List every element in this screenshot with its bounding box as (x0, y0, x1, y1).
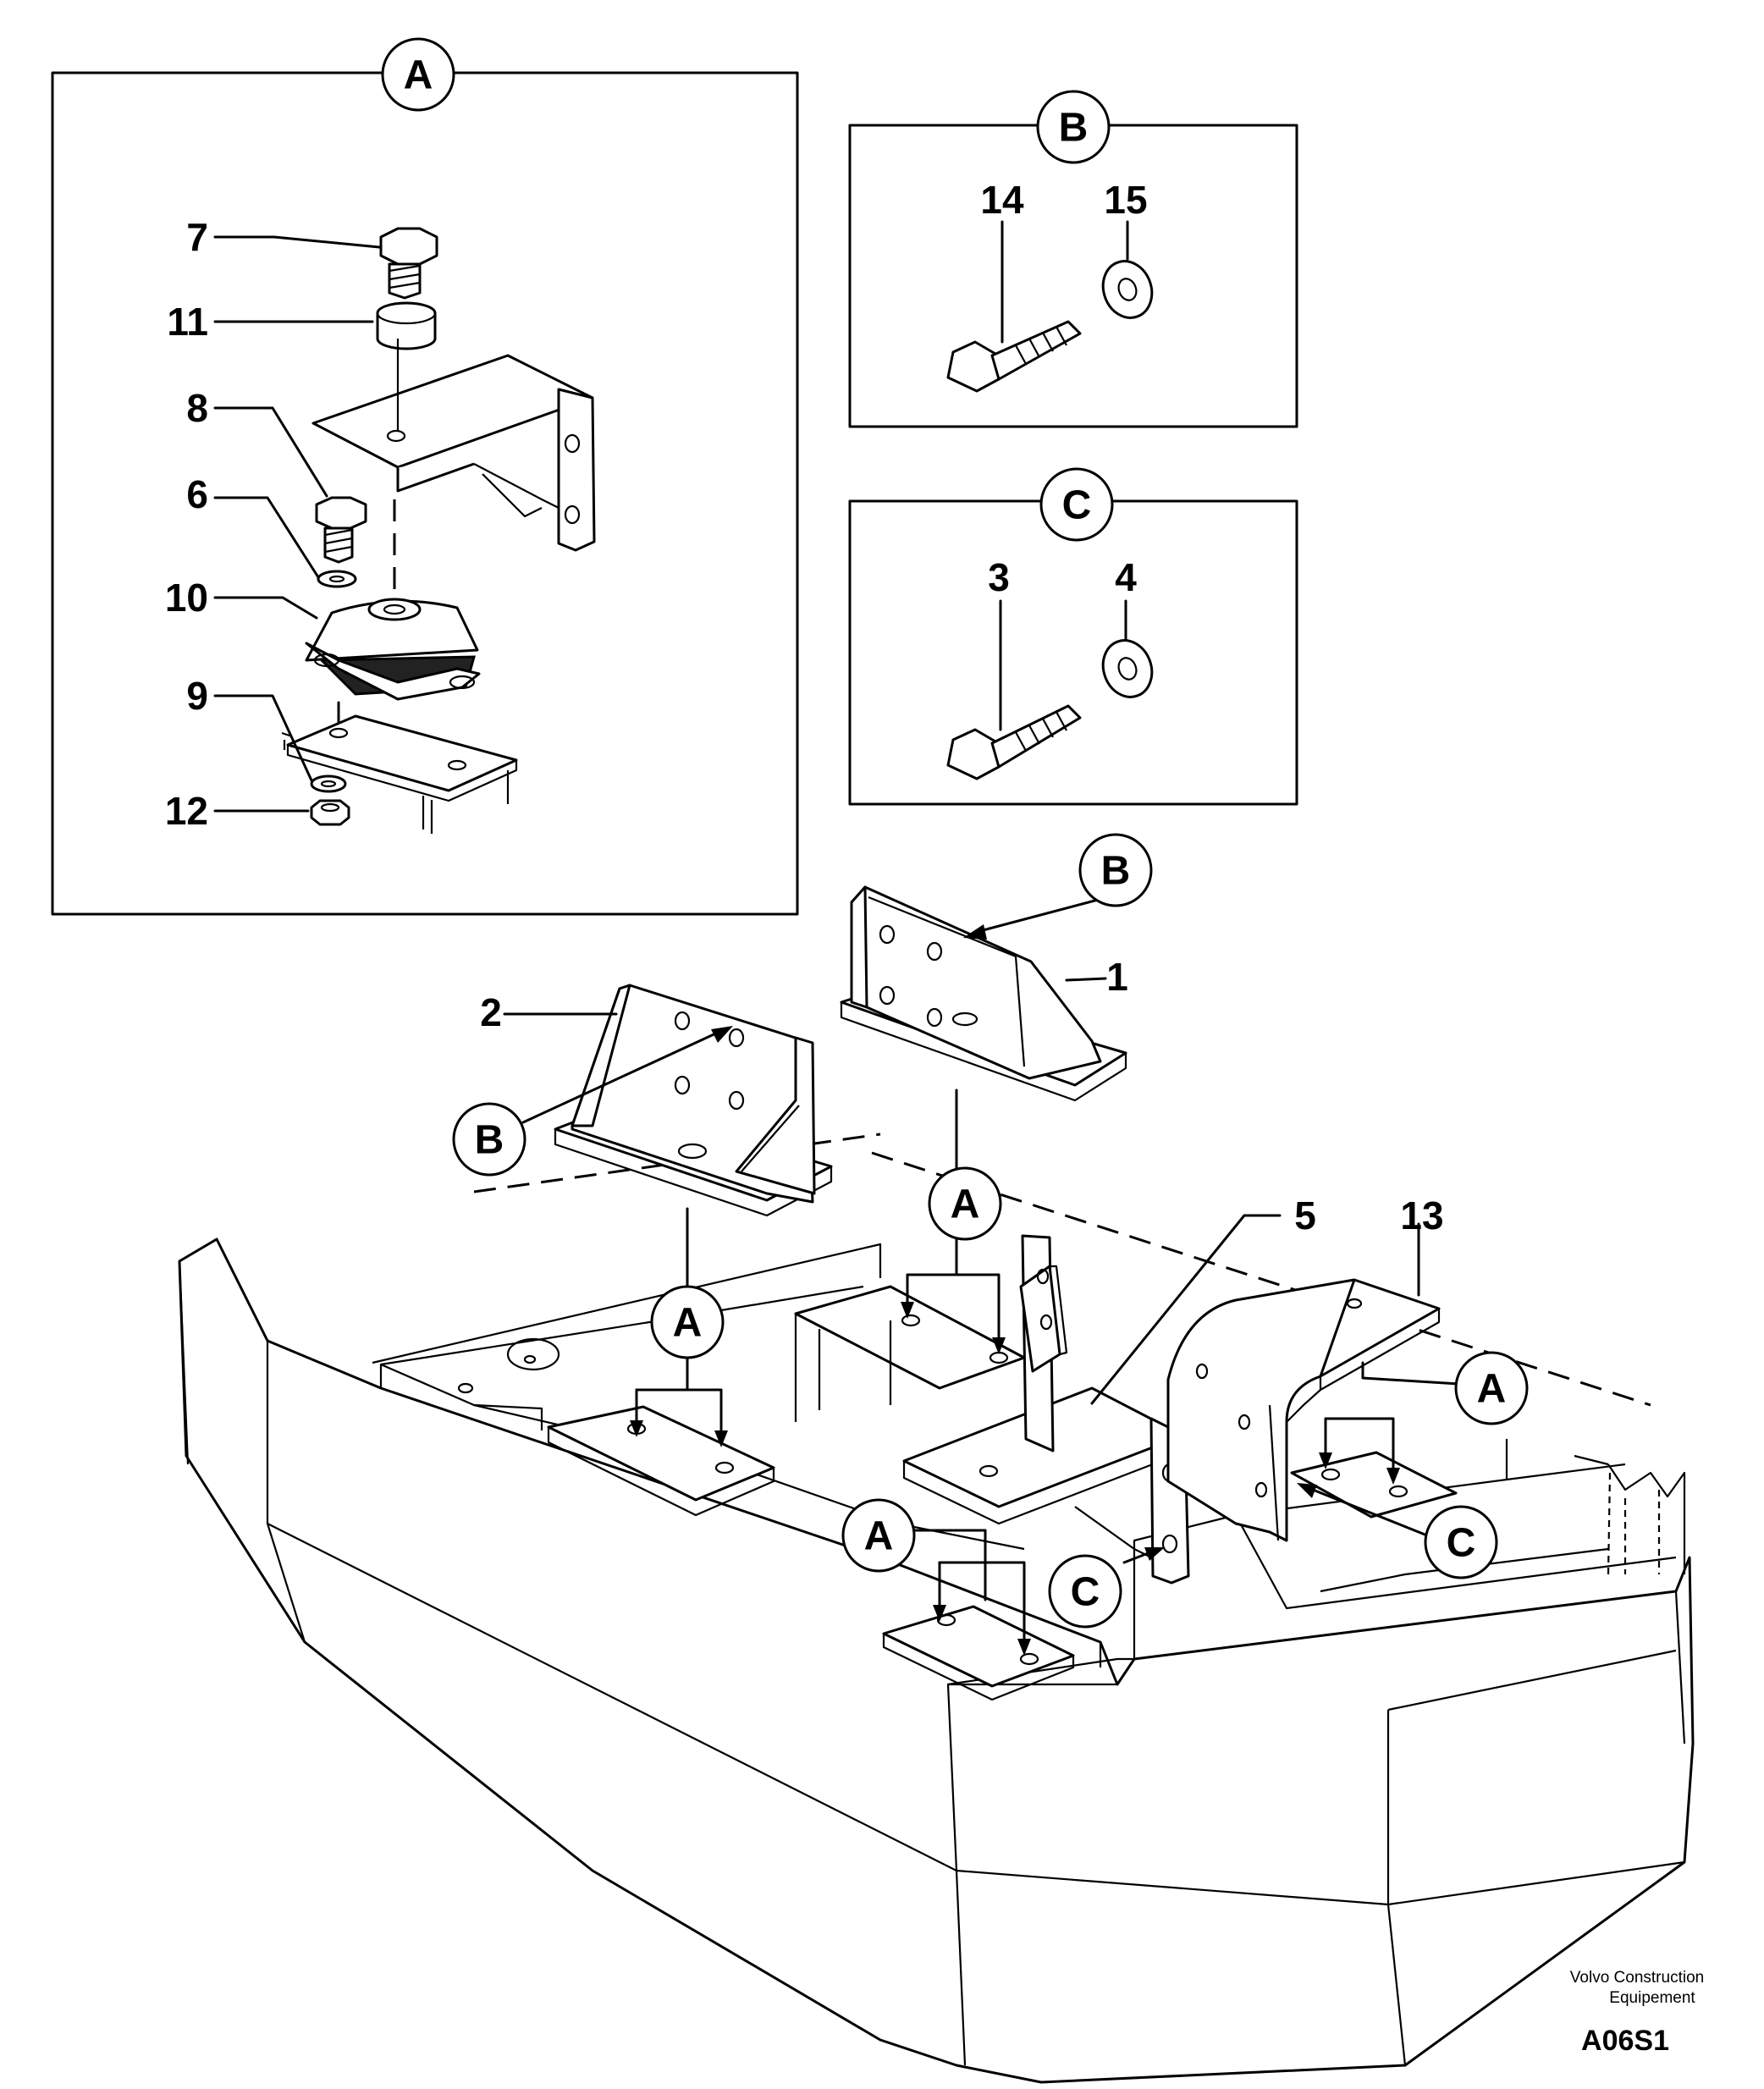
drawing-code: A06S1 (1581, 2025, 1669, 2057)
part-number-1: 1 (1106, 955, 1128, 999)
part-number-9: 9 (186, 674, 208, 718)
part-number-5: 5 (1294, 1193, 1316, 1237)
part-number-8: 8 (186, 386, 208, 430)
callout-c-right: C (1447, 1521, 1476, 1566)
detail-c-panel: C 3 4 (848, 467, 1298, 806)
bracket-5 (902, 1234, 1190, 1585)
part-number-6: 6 (186, 472, 208, 516)
callout-a-right: A (1477, 1367, 1507, 1412)
bracket-13 (1166, 1278, 1441, 1542)
callout-a-center: A (951, 1182, 980, 1227)
chassis-frame (178, 1133, 1695, 2084)
detail-c-label: C (1062, 483, 1092, 528)
part-number-13: 13 (1400, 1193, 1443, 1237)
detail-a-label: A (404, 53, 433, 98)
brand-line-2: Equipement (1609, 1989, 1695, 2007)
bracket-2 (554, 984, 833, 1217)
callout-b-left: B (475, 1118, 504, 1163)
part-number-12: 12 (165, 789, 208, 833)
part-number-3: 3 (988, 555, 1010, 599)
part-number-14: 14 (980, 178, 1024, 222)
part-number-4: 4 (1115, 555, 1137, 599)
main-callouts: B B A A A A C C (452, 833, 1529, 1629)
callout-a-left: A (673, 1301, 703, 1346)
callout-a-lower: A (864, 1514, 894, 1559)
detail-b-panel: B 14 15 (848, 90, 1298, 428)
bracket-1 (840, 885, 1127, 1102)
main-leaders (503, 894, 1475, 1656)
brand-line-1: Volvo Construction (1570, 1969, 1704, 1987)
part-number-2: 2 (480, 990, 502, 1034)
part-number-11: 11 (167, 300, 208, 344)
part-number-15: 15 (1104, 178, 1147, 222)
part-number-10: 10 (165, 576, 208, 620)
part-number-7: 7 (186, 215, 208, 259)
callout-c-lower: C (1071, 1570, 1100, 1615)
detail-a-panel: A (51, 37, 799, 916)
callout-b-upper: B (1101, 849, 1131, 894)
detail-b-label: B (1059, 106, 1089, 151)
